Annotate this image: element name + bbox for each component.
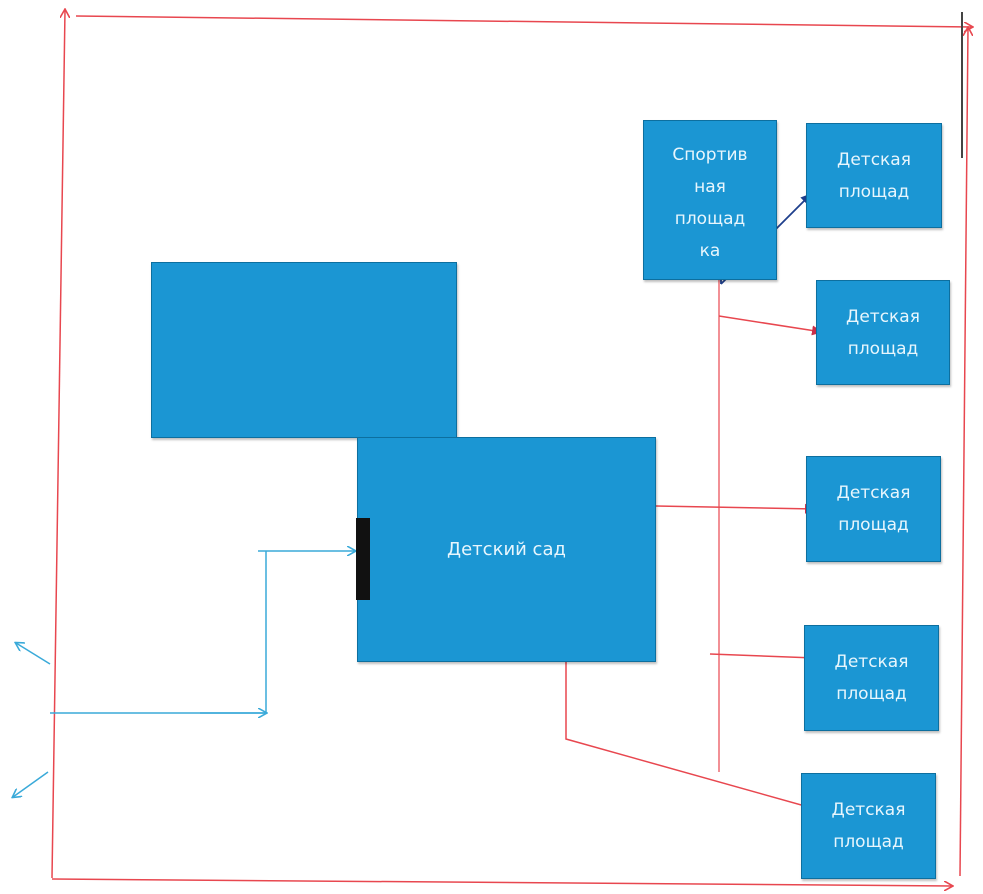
path-to-kids-5: [565, 662, 813, 811]
boundary-bottom-line: [51, 878, 952, 886]
sport-ground-label-line-3: площад: [674, 209, 746, 229]
kindergarten-block: Детский сад: [357, 437, 656, 662]
kids-ground-label-line-2: площад: [847, 338, 919, 359]
kindergarten-label: Детский сад: [447, 538, 566, 560]
kids-ground-label-line-2: площад: [836, 684, 907, 704]
kids-ground-block-3: Детская площад: [806, 456, 941, 562]
kids-ground-label-line-1: Детская: [836, 483, 911, 503]
kids-ground-label-line-1: Детская: [846, 306, 920, 327]
kids-ground-label-line-2: площад: [838, 181, 910, 202]
boundary-right-line: [959, 28, 968, 877]
kids-ground-label-line-2: площад: [833, 832, 904, 852]
exit-arrow-lower: [13, 771, 49, 797]
boundary-top-line: [75, 15, 972, 27]
path-to-kids-2: [718, 315, 823, 336]
boundary-left-line: [51, 10, 65, 879]
path-to-kids-3: [655, 503, 816, 514]
kids-ground-block-5: Детская площад: [801, 773, 936, 879]
building-block-unlabeled: [151, 262, 457, 438]
entrance-door: [356, 518, 370, 600]
kids-ground-label-line-2: площад: [838, 515, 909, 535]
sport-ground-label-line-4: ка: [699, 241, 721, 261]
kids-ground-block-1: Детская площад: [806, 123, 942, 228]
kids-ground-block-2: Детская площад: [816, 280, 950, 385]
kids-ground-label-line-1: Детская: [834, 652, 909, 672]
kids-ground-block-4: Детская площад: [804, 625, 939, 731]
kids-ground-label-line-1: Детская: [831, 800, 906, 820]
sport-ground-label-line-1: Спортив: [672, 145, 748, 165]
entry-path: [50, 551, 267, 714]
path-to-kids-4: [709, 652, 816, 663]
exit-arrow-upper: [16, 643, 51, 665]
sport-ground-block: Спортив ная площад ка: [643, 120, 777, 280]
kids-ground-label-line-1: Детская: [837, 149, 911, 170]
sport-ground-label-line-2: ная: [694, 177, 726, 197]
